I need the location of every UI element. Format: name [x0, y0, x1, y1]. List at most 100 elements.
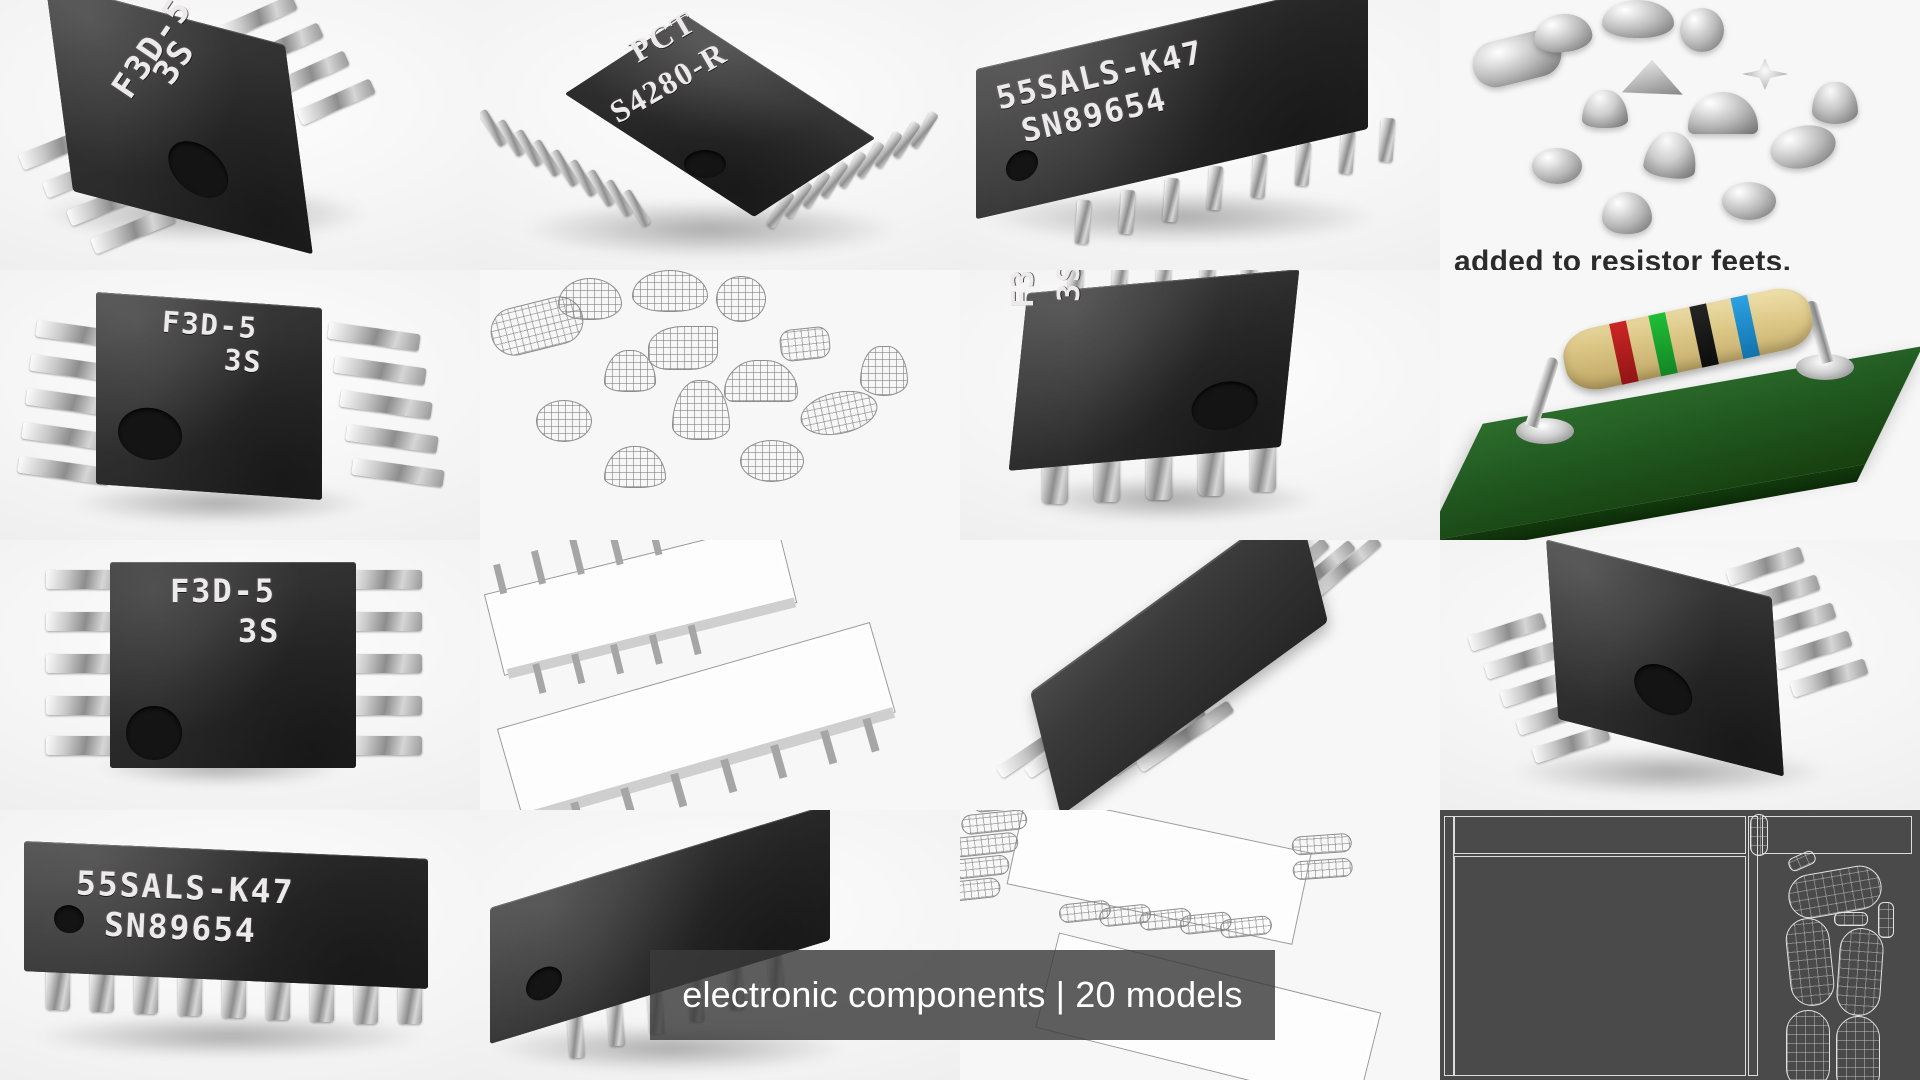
render-stage: PCT S4280-R	[480, 0, 960, 270]
chip-top-face	[1008, 270, 1300, 471]
solder-blob	[1602, 192, 1652, 234]
solder-blob	[1722, 182, 1776, 220]
render-stage	[960, 540, 1440, 810]
uv-shell	[1836, 1016, 1880, 1080]
render-stage: F3D-5 3S	[0, 540, 480, 810]
tile-tsop-chip-blank-angled[interactable]	[1440, 540, 1920, 810]
wireframe-blob	[558, 278, 622, 320]
clipped-caption-text: added to resistor feets.	[1454, 245, 1792, 270]
caption-title: electronic components | 20 models	[682, 974, 1243, 1015]
uv-shell	[1834, 912, 1868, 926]
tile-uv-texture-layout[interactable]	[1440, 810, 1920, 1080]
tile-qfp-chip-pct-s4280r[interactable]: PCT S4280-R	[480, 0, 960, 270]
uv-rect	[1454, 816, 1746, 854]
chip-top-face	[24, 841, 428, 989]
lead	[339, 389, 433, 420]
solder-blob	[1812, 82, 1858, 124]
lead	[346, 736, 422, 755]
solder-blob	[1582, 90, 1628, 128]
solder-blob	[1642, 128, 1700, 182]
pin1-dot	[54, 904, 84, 934]
uv-rect	[1762, 816, 1912, 854]
lead	[346, 612, 422, 631]
lead	[46, 736, 122, 755]
solder-blob	[1680, 8, 1724, 52]
lead	[46, 612, 122, 631]
solder-blob	[1688, 92, 1758, 134]
color-band	[1729, 290, 1761, 363]
lead	[1789, 658, 1869, 698]
uv-shell	[1878, 902, 1894, 938]
wireframe-blob	[536, 400, 592, 442]
chip-body	[110, 562, 356, 768]
lead	[346, 570, 422, 589]
lead	[296, 78, 376, 126]
lead	[333, 355, 427, 386]
chip-body	[24, 841, 428, 989]
lead	[345, 423, 439, 454]
color-band	[1688, 299, 1720, 372]
wireframe-blob	[648, 326, 718, 370]
render-stage: 55SALS-K47 SN89654	[960, 0, 1440, 270]
render-stage: F3D-5 3S	[0, 0, 480, 270]
lead	[351, 457, 445, 488]
render-stage: F3D-5 3S	[960, 270, 1440, 540]
chip-body	[96, 292, 322, 500]
tile-soic-chip-55sals-k47-front[interactable]: 55SALS-K47 SN89654	[0, 810, 480, 1080]
render-stage: F3D-5 3S	[0, 270, 480, 540]
lead	[1725, 546, 1805, 586]
solder-blob	[1766, 119, 1840, 175]
pin1-dot	[684, 150, 726, 178]
wireframe-blob	[604, 446, 666, 488]
lineart-stage	[480, 540, 960, 810]
lead	[46, 654, 122, 673]
chip-top-face	[96, 292, 322, 500]
solder-blob	[1621, 59, 1683, 95]
solder-blob	[1532, 148, 1582, 184]
pin1-dot	[126, 706, 182, 760]
color-band	[1608, 316, 1640, 389]
wireframe-blob	[860, 346, 908, 396]
pcb-board	[1440, 346, 1920, 540]
lead	[346, 654, 422, 673]
lead	[46, 570, 122, 589]
wireframe-blob	[672, 380, 730, 440]
color-band	[1647, 308, 1679, 381]
uv-shell	[1750, 814, 1768, 856]
wireframe-blob	[740, 440, 804, 482]
lead	[327, 321, 421, 352]
lead	[1773, 630, 1853, 670]
tile-tsop-chip-f3d5-angled[interactable]: F3D-5 3S	[0, 0, 480, 270]
tile-solder-blob-set-render[interactable]: added to resistor feets.	[1440, 0, 1920, 270]
uv-shell	[1783, 915, 1837, 1009]
tile-tsop-chip-f3d5-front[interactable]: F3D-5 3S	[0, 270, 480, 540]
tile-tsop-chip-f3d5-top[interactable]: F3D-5 3S	[0, 540, 480, 810]
tile-tsop-chip-f3d5-rotated[interactable]: F3D-5 3S	[960, 270, 1440, 540]
lead	[1467, 612, 1547, 652]
solder-blob	[1602, 0, 1674, 38]
uv-rect	[1444, 816, 1454, 1076]
render-stage	[1440, 540, 1920, 810]
tile-resistor-on-pcb[interactable]	[1440, 270, 1920, 540]
tile-dip-packages-lineart[interactable]	[480, 540, 960, 810]
uv-rect	[1454, 856, 1746, 1076]
wireframe-blob	[724, 360, 798, 402]
solder-blob	[1532, 11, 1594, 55]
chip-body	[1008, 270, 1300, 471]
wireframe-stage	[480, 270, 960, 540]
lead	[46, 696, 122, 715]
wireframe-blob	[778, 325, 832, 363]
tile-finned-chip-black[interactable]	[960, 540, 1440, 810]
lead	[346, 696, 422, 715]
render-stage	[1440, 270, 1920, 540]
tile-soic-chip-55sals-k47[interactable]: 55SALS-K47 SN89654	[960, 0, 1440, 270]
uv-shell	[1786, 1010, 1830, 1080]
uv-stage	[1440, 810, 1920, 1080]
wireframe-blob	[632, 270, 708, 312]
render-stage: 55SALS-K47 SN89654	[0, 810, 480, 1080]
tile-solder-blob-set-wireframe[interactable]	[480, 270, 960, 540]
caption-banner: electronic components | 20 models	[650, 950, 1275, 1040]
wireframe-blob	[716, 276, 766, 322]
render-stage: added to resistor feets.	[1440, 0, 1920, 270]
